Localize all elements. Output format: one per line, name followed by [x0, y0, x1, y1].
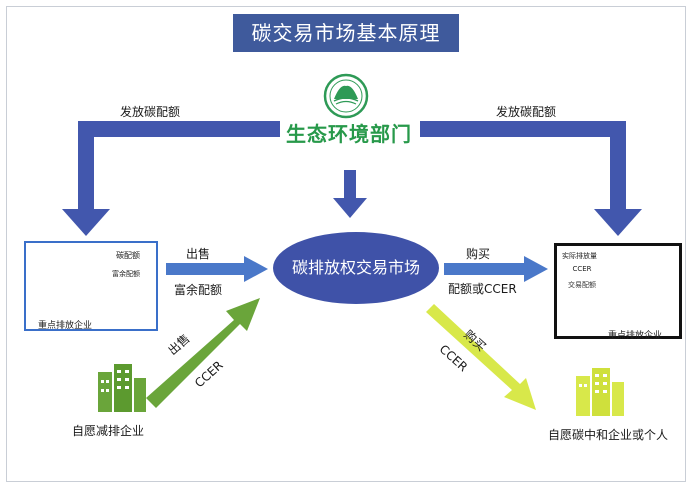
initial-quota-cell: 初始配额 — [568, 307, 596, 315]
voluntary-neutral-entity: 自愿碳中和企业或个人 — [548, 428, 669, 442]
voluntary-reduction-enterprise: 自愿减排企业 — [72, 424, 145, 438]
green-ccer-arrow — [146, 298, 260, 408]
surplus-quota-label: 富余配额 — [174, 283, 223, 297]
issue-arrow-down — [333, 170, 367, 218]
issue-arrow-left — [62, 121, 280, 236]
mee-logo-icon — [323, 73, 369, 119]
quota-header: 碳配额 — [116, 251, 140, 260]
issue-label-right: 发放碳配额 — [496, 105, 557, 119]
key-emitter-right — [554, 243, 682, 339]
page-title: 碳交易市场基本原理 — [233, 14, 459, 52]
department-label: 生态环境部门 — [286, 122, 412, 146]
carbon-market-node: 碳排放权交易市场 — [273, 232, 439, 304]
yellow-ccer-arrow — [426, 304, 536, 410]
quota-or-ccer-label: 配额或CCER — [448, 282, 517, 296]
issue-label-left: 发放碳配额 — [120, 105, 181, 119]
surplus-quota-cell: 富余配额 — [112, 270, 140, 278]
key-emitter-left — [24, 241, 158, 331]
buy-arrow — [444, 256, 548, 282]
actual-emission-header: 实际排放量 — [562, 252, 597, 260]
issue-arrow-right — [420, 121, 642, 236]
ccer-cell: CCER — [572, 265, 592, 273]
key-emitter-caption-right: 重点排放企业 — [608, 331, 663, 341]
key-emitter-caption-left: 重点排放企业 — [38, 321, 93, 331]
actual-emission-cell: 实际排放量 — [108, 307, 144, 315]
building-icon-green — [98, 364, 146, 412]
buy-label: 购买 — [466, 247, 491, 261]
sell-arrow — [166, 256, 268, 282]
traded-quota-cell: 交易配额 — [568, 281, 596, 289]
building-icon-yellow — [576, 368, 624, 416]
sell-label: 出售 — [186, 247, 211, 261]
